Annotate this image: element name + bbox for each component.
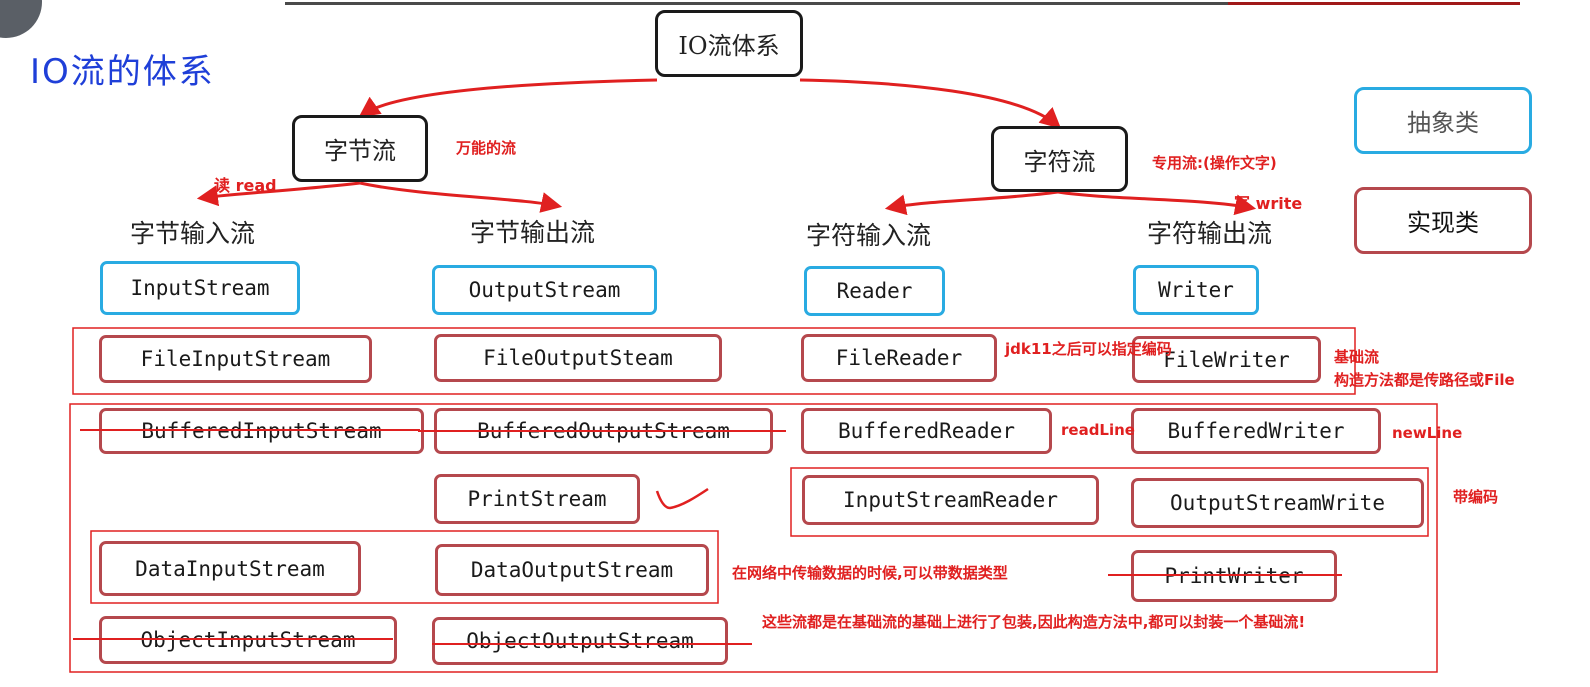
legend-impl: 实现类 bbox=[1354, 187, 1532, 254]
corner-circle bbox=[0, 0, 42, 38]
top-rule-accent bbox=[1228, 2, 1520, 5]
basic-stream-note: 基础流 bbox=[1334, 348, 1380, 366]
arrow-char-output bbox=[1057, 190, 1257, 216]
network-data-note: 在网络中传输数据的时候,可以带数据类型 bbox=[732, 564, 1008, 582]
class-buffered-reader: BufferedReader bbox=[801, 408, 1052, 454]
category-char-input: 字符输入流 bbox=[806, 221, 932, 250]
pen-check-mark bbox=[655, 487, 709, 510]
char-stream-note: 专用流:(操作文字) bbox=[1152, 154, 1277, 172]
arrow-root-byte bbox=[358, 78, 658, 118]
arrow-byte-output bbox=[359, 181, 563, 213]
write-note: 写 write bbox=[1234, 194, 1303, 213]
class-buffered-writer: BufferedWriter bbox=[1131, 408, 1381, 454]
class-file-input-stream: FileInputStream bbox=[99, 335, 372, 383]
byte-stream-note: 万能的流 bbox=[456, 139, 517, 157]
class-input-stream: InputStream bbox=[100, 261, 300, 315]
class-file-output-steam: FileOutputSteam bbox=[434, 334, 722, 382]
strike-buffered-input bbox=[80, 429, 420, 431]
class-output-stream-write: OutputStreamWrite bbox=[1131, 478, 1424, 528]
class-output-stream: OutputStream bbox=[432, 265, 657, 315]
class-data-output-stream: DataOutputStream bbox=[435, 544, 709, 596]
wrapped-streams-note: 这些流都是在基础流的基础上进行了包装,因此构造方法中,都可以封装一个基础流! bbox=[762, 613, 1306, 631]
basic-stream-ctor-note: 构造方法都是传路径或File bbox=[1334, 371, 1515, 389]
read-line-note: readLine bbox=[1061, 421, 1135, 439]
page-title: IO流的体系 bbox=[30, 52, 215, 92]
char-stream-node: 字符流 bbox=[991, 126, 1128, 192]
class-print-stream: PrintStream bbox=[434, 474, 640, 524]
category-byte-output: 字节输出流 bbox=[470, 218, 596, 247]
read-note: 读 read bbox=[214, 176, 277, 195]
arrow-root-char bbox=[799, 78, 1062, 129]
with-encoding-note: 带编码 bbox=[1453, 488, 1499, 506]
strike-buffered-output bbox=[418, 430, 786, 432]
class-file-writer: FileWriter bbox=[1132, 336, 1321, 383]
top-rule bbox=[285, 2, 1230, 5]
byte-stream-node: 字节流 bbox=[292, 115, 428, 182]
jdk11-note: jdk11之后可以指定编码 bbox=[1005, 340, 1172, 358]
class-object-input-stream: ObjectInputStream bbox=[99, 616, 397, 664]
class-file-reader: FileReader bbox=[801, 334, 997, 382]
arrow-char-input bbox=[884, 190, 1059, 216]
class-object-output-stream: ObjectOutputStream bbox=[432, 617, 728, 665]
class-print-writer: PrintWriter bbox=[1131, 550, 1337, 602]
root-node: IO流体系 bbox=[655, 10, 803, 77]
class-data-input-stream: DataInputStream bbox=[99, 541, 361, 596]
category-byte-input: 字节输入流 bbox=[130, 219, 256, 248]
class-input-stream-reader: InputStreamReader bbox=[802, 475, 1099, 525]
legend-abstract: 抽象类 bbox=[1354, 87, 1532, 154]
class-writer: Writer bbox=[1133, 265, 1259, 315]
class-buffered-input-stream: BufferedInputStream bbox=[99, 408, 424, 454]
class-reader: Reader bbox=[804, 266, 945, 316]
strike-object-input bbox=[73, 638, 393, 640]
category-char-output: 字符输出流 bbox=[1147, 219, 1273, 248]
strike-print-writer bbox=[1108, 574, 1342, 576]
strike-object-output bbox=[432, 643, 752, 645]
new-line-note: newLine bbox=[1392, 424, 1463, 442]
